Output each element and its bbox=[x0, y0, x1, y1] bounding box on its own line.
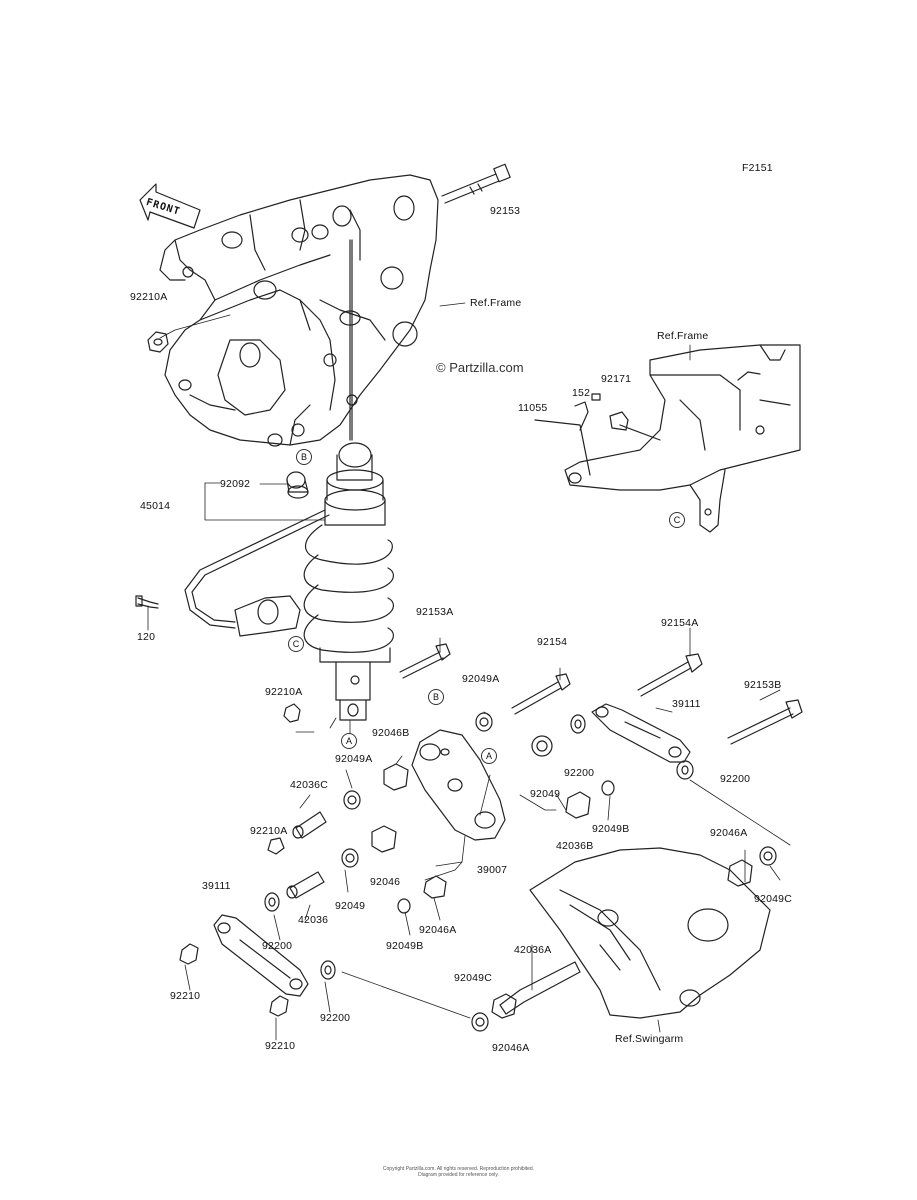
label-42036c: 42036C bbox=[290, 779, 328, 791]
marker-b-top: B bbox=[296, 449, 312, 465]
label-92171: 92171 bbox=[601, 373, 632, 385]
label-92154a: 92154A bbox=[661, 617, 699, 629]
label-92210-left: 92210 bbox=[170, 990, 201, 1002]
label-92200-mid: 92200 bbox=[564, 767, 595, 779]
swingarm-illustration bbox=[529, 847, 771, 1019]
label-92200-right: 92200 bbox=[720, 773, 751, 785]
watermark: © Partzilla.com bbox=[436, 360, 524, 375]
label-42036: 42036 bbox=[298, 914, 329, 926]
front-arrow-icon bbox=[139, 183, 201, 229]
label-92092: 92092 bbox=[220, 478, 251, 490]
label-92049b-low: 92049B bbox=[386, 940, 424, 952]
label-11055: 11055 bbox=[518, 402, 548, 414]
label-92210-low: 92210 bbox=[265, 1040, 296, 1052]
label-92153a: 92153A bbox=[416, 606, 454, 618]
label-42036a: 42036A bbox=[514, 944, 552, 956]
footer-line-1: Copyright Partzilla.com. All rights rese… bbox=[382, 1166, 535, 1172]
ref-frame-label-1: Ref.Frame bbox=[470, 297, 522, 309]
marker-b-link: B bbox=[428, 689, 444, 705]
washers-bushings bbox=[179, 703, 777, 1032]
label-92210a-top: 92210A bbox=[130, 291, 168, 303]
bolt-92153b bbox=[727, 699, 803, 745]
label-92210a-mid: 92210A bbox=[265, 686, 303, 698]
label-92154: 92154 bbox=[537, 636, 568, 648]
label-92153b: 92153B bbox=[744, 679, 782, 691]
label-92049a-mid: 92049A bbox=[335, 753, 373, 765]
nut-92210a-top bbox=[147, 331, 169, 353]
bolt-92153 bbox=[441, 163, 511, 204]
marker-a-left: A bbox=[341, 733, 357, 749]
bolt-92154a bbox=[637, 653, 703, 697]
marker-c-left: C bbox=[288, 636, 304, 652]
label-39111-right: 39111 bbox=[672, 698, 701, 710]
label-120: 120 bbox=[137, 631, 156, 643]
frame-detail-right bbox=[564, 344, 801, 533]
label-92046b: 92046B bbox=[372, 727, 410, 739]
ref-swingarm-label: Ref.Swingarm bbox=[615, 1033, 684, 1045]
footer-copyright: Copyright Partzilla.com. All rights rese… bbox=[0, 1166, 917, 1178]
marker-c-right: C bbox=[669, 512, 685, 528]
frame-illustration bbox=[159, 174, 439, 447]
tie-rod-39111-left bbox=[213, 914, 309, 997]
label-92049c-low: 92049C bbox=[454, 972, 492, 984]
label-92200-low: 92200 bbox=[320, 1012, 351, 1024]
leader-lines bbox=[147, 302, 791, 1041]
label-92046: 92046 bbox=[370, 876, 401, 888]
label-39111-left: 39111 bbox=[202, 880, 231, 892]
label-152: 152 bbox=[572, 387, 591, 399]
tie-rod-39111-right bbox=[591, 703, 691, 763]
label-92049b-right: 92049B bbox=[592, 823, 630, 835]
label-42036b: 42036B bbox=[556, 840, 594, 852]
label-92049c-right: 92049C bbox=[754, 893, 792, 905]
label-92049-mid: 92049 bbox=[530, 788, 561, 800]
label-92049-low: 92049 bbox=[335, 900, 366, 912]
label-45014: 45014 bbox=[140, 500, 171, 512]
marker-a-link: A bbox=[481, 748, 497, 764]
rocker-link-39007 bbox=[411, 729, 506, 841]
label-92153: 92153 bbox=[490, 205, 521, 217]
label-92210a-low: 92210A bbox=[250, 825, 288, 837]
label-39007: 39007 bbox=[477, 864, 508, 876]
label-92046a-right: 92046A bbox=[710, 827, 748, 839]
bolt-92153a bbox=[399, 643, 451, 679]
bolt-120 bbox=[135, 595, 159, 609]
shock-absorber bbox=[184, 239, 394, 721]
footer-line-2: Diagram provided for reference only. bbox=[418, 1172, 499, 1178]
figure-code: F2151 bbox=[742, 162, 773, 174]
label-92046a-mid: 92046A bbox=[419, 924, 457, 936]
label-92049a-top: 92049A bbox=[462, 673, 500, 685]
ref-frame-label-2: Ref.Frame bbox=[657, 330, 709, 342]
clip-hardware bbox=[534, 393, 661, 476]
label-92200-left: 92200 bbox=[262, 940, 293, 952]
bushing-92092 bbox=[286, 471, 309, 499]
bolt-92154 bbox=[511, 673, 571, 715]
label-92046a-low: 92046A bbox=[492, 1042, 530, 1054]
